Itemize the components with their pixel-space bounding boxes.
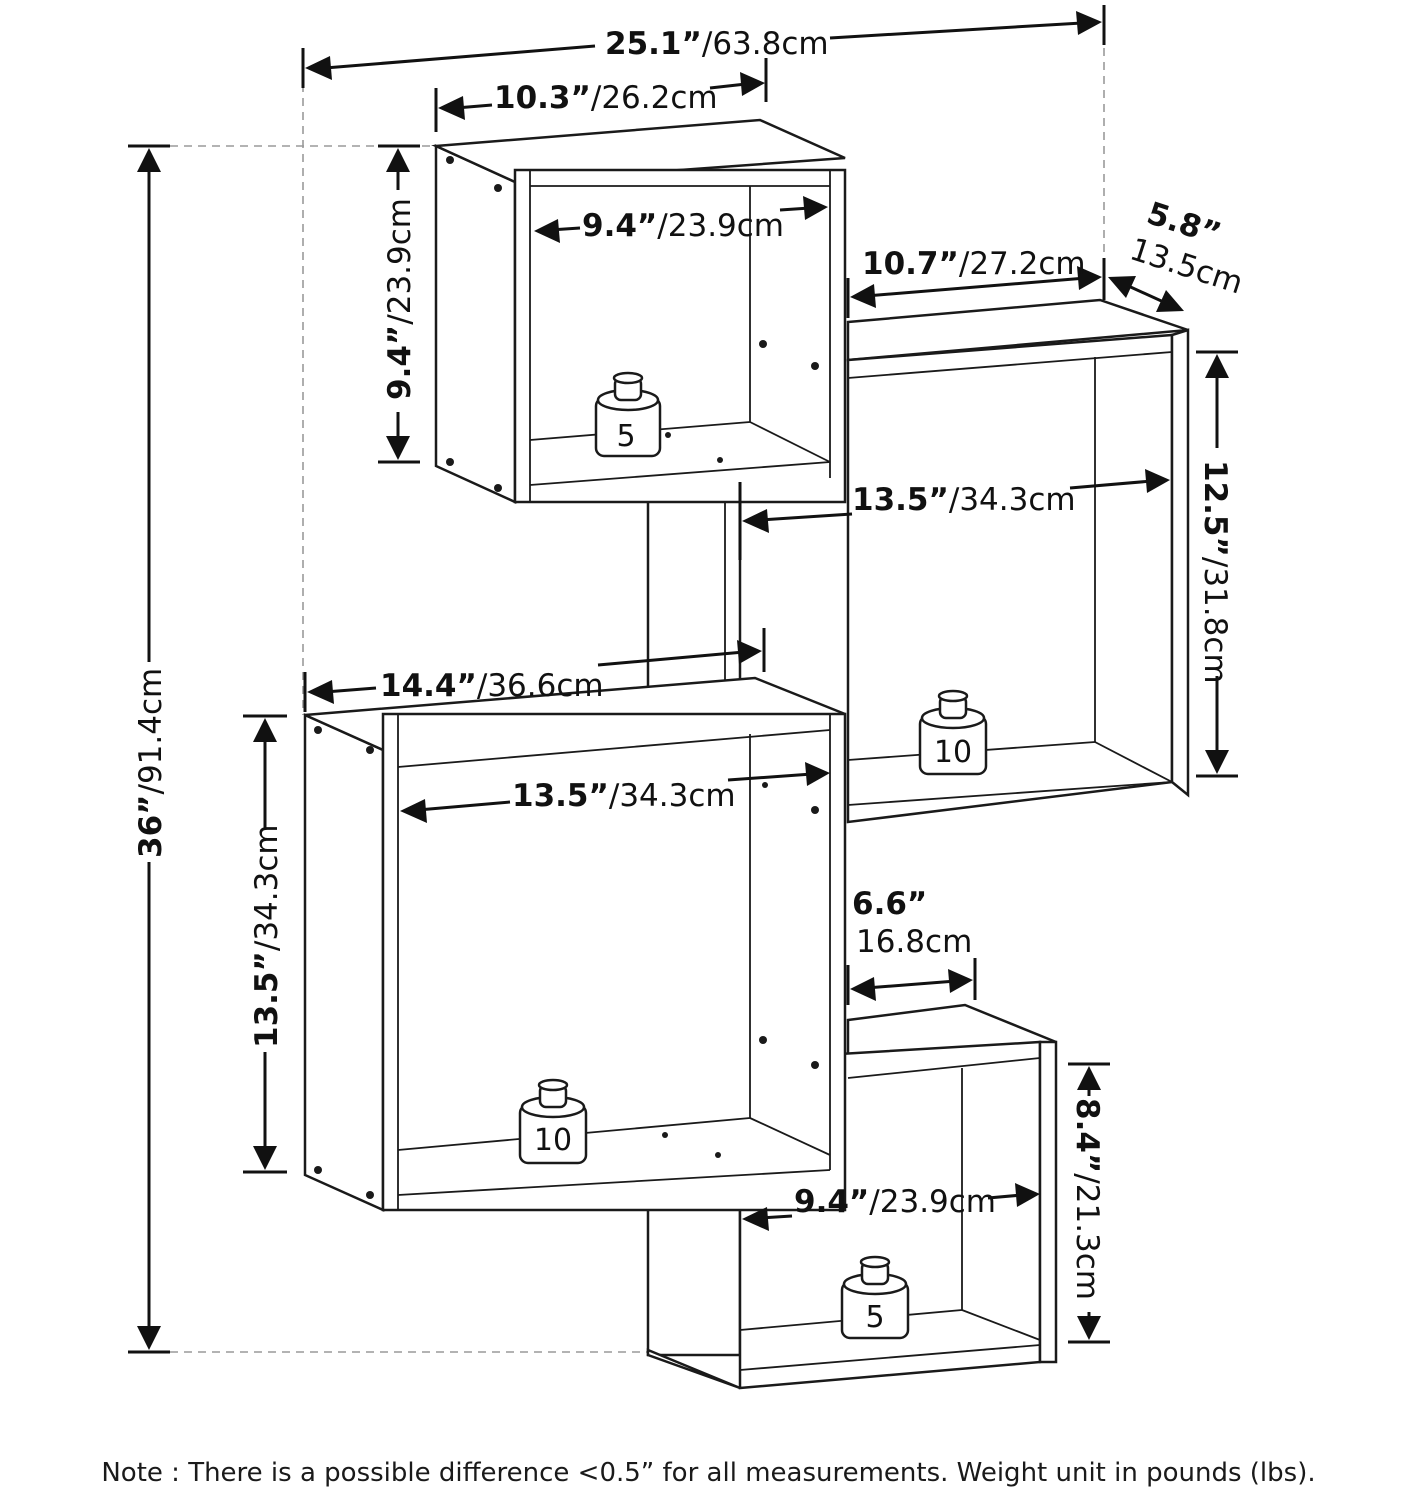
dim-top-box-inner-height: 9.4”/23.9cm xyxy=(378,144,420,464)
shelf-dimension-diagram: 5 10 10 5 25.1”/63.8cm xyxy=(128,5,1247,1390)
dim-big-box-inner-height: 13.5”/34.3cm xyxy=(243,714,287,1174)
dim-label: 10.7”/27.2cm xyxy=(862,246,1086,282)
dim-right-box-inner-height: 12.5”/31.8cm xyxy=(1196,350,1238,778)
dim-big-box-inner-width: 13.5”/34.3cm xyxy=(400,762,830,823)
upper-right-box xyxy=(846,298,1190,824)
top-box xyxy=(431,118,847,504)
weight-label: 5 xyxy=(865,1300,884,1335)
dim-bottom-box-inner-width: 9.4”/23.9cm xyxy=(742,1183,1040,1231)
dim-label: 9.4”/23.9cm xyxy=(794,1184,996,1220)
big-box xyxy=(303,676,847,1212)
dim-overall-width: 25.1”/63.8cm xyxy=(301,5,1106,88)
dim-label: 25.1”/63.8cm xyxy=(605,26,829,62)
dim-label: 10.3”/26.2cm xyxy=(494,80,718,116)
dim-label: 13.5”/34.3cm xyxy=(249,824,285,1048)
dim-depth: 5.8” 13.5cm xyxy=(1108,195,1247,312)
weight-bottom-box: 5 xyxy=(840,1255,910,1340)
measurement-note: Note : There is a possible difference <0… xyxy=(101,1458,1316,1488)
dim-label: 9.4”/23.9cm xyxy=(382,198,418,400)
dim-big-box-width: 14.4”/36.6cm xyxy=(303,628,766,712)
weight-label: 5 xyxy=(616,419,635,454)
dim-label: 14.4”/36.6cm xyxy=(380,668,604,704)
dim-label: 8.4”/21.3cm xyxy=(1069,1098,1105,1300)
weight-top-box: 5 xyxy=(594,371,662,458)
dim-label: 9.4”/23.9cm xyxy=(582,208,784,244)
dim-bottom-box-inner-height: 8.4”/21.3cm xyxy=(1068,1062,1110,1344)
dim-label: 36”/91.4cm xyxy=(133,668,169,858)
dim-label: 13.5”/34.3cm xyxy=(512,778,736,814)
dim-right-box-inner-width: 13.5”/34.3cm xyxy=(738,469,1170,560)
dim-label-metric: 16.8cm xyxy=(856,924,972,960)
dim-top-box-width: 10.3”/26.2cm xyxy=(434,58,768,132)
dim-upper-right-shelf-width: 10.7”/27.2cm xyxy=(846,246,1106,318)
dim-label: 13.5”/34.3cm xyxy=(852,482,1076,518)
weight-label: 10 xyxy=(534,1123,572,1158)
dim-label-imperial: 6.6” xyxy=(852,886,927,922)
weight-right-box: 10 xyxy=(918,689,988,776)
weight-big-box: 10 xyxy=(518,1078,588,1165)
dim-label: 12.5”/31.8cm xyxy=(1197,460,1233,684)
dim-top-box-inner-width: 9.4”/23.9cm xyxy=(534,196,828,244)
dim-small-shelf-width: 6.6” 16.8cm xyxy=(846,886,977,1005)
dim-overall-height: 36”/91.4cm xyxy=(128,144,170,1354)
weight-label: 10 xyxy=(934,735,972,770)
